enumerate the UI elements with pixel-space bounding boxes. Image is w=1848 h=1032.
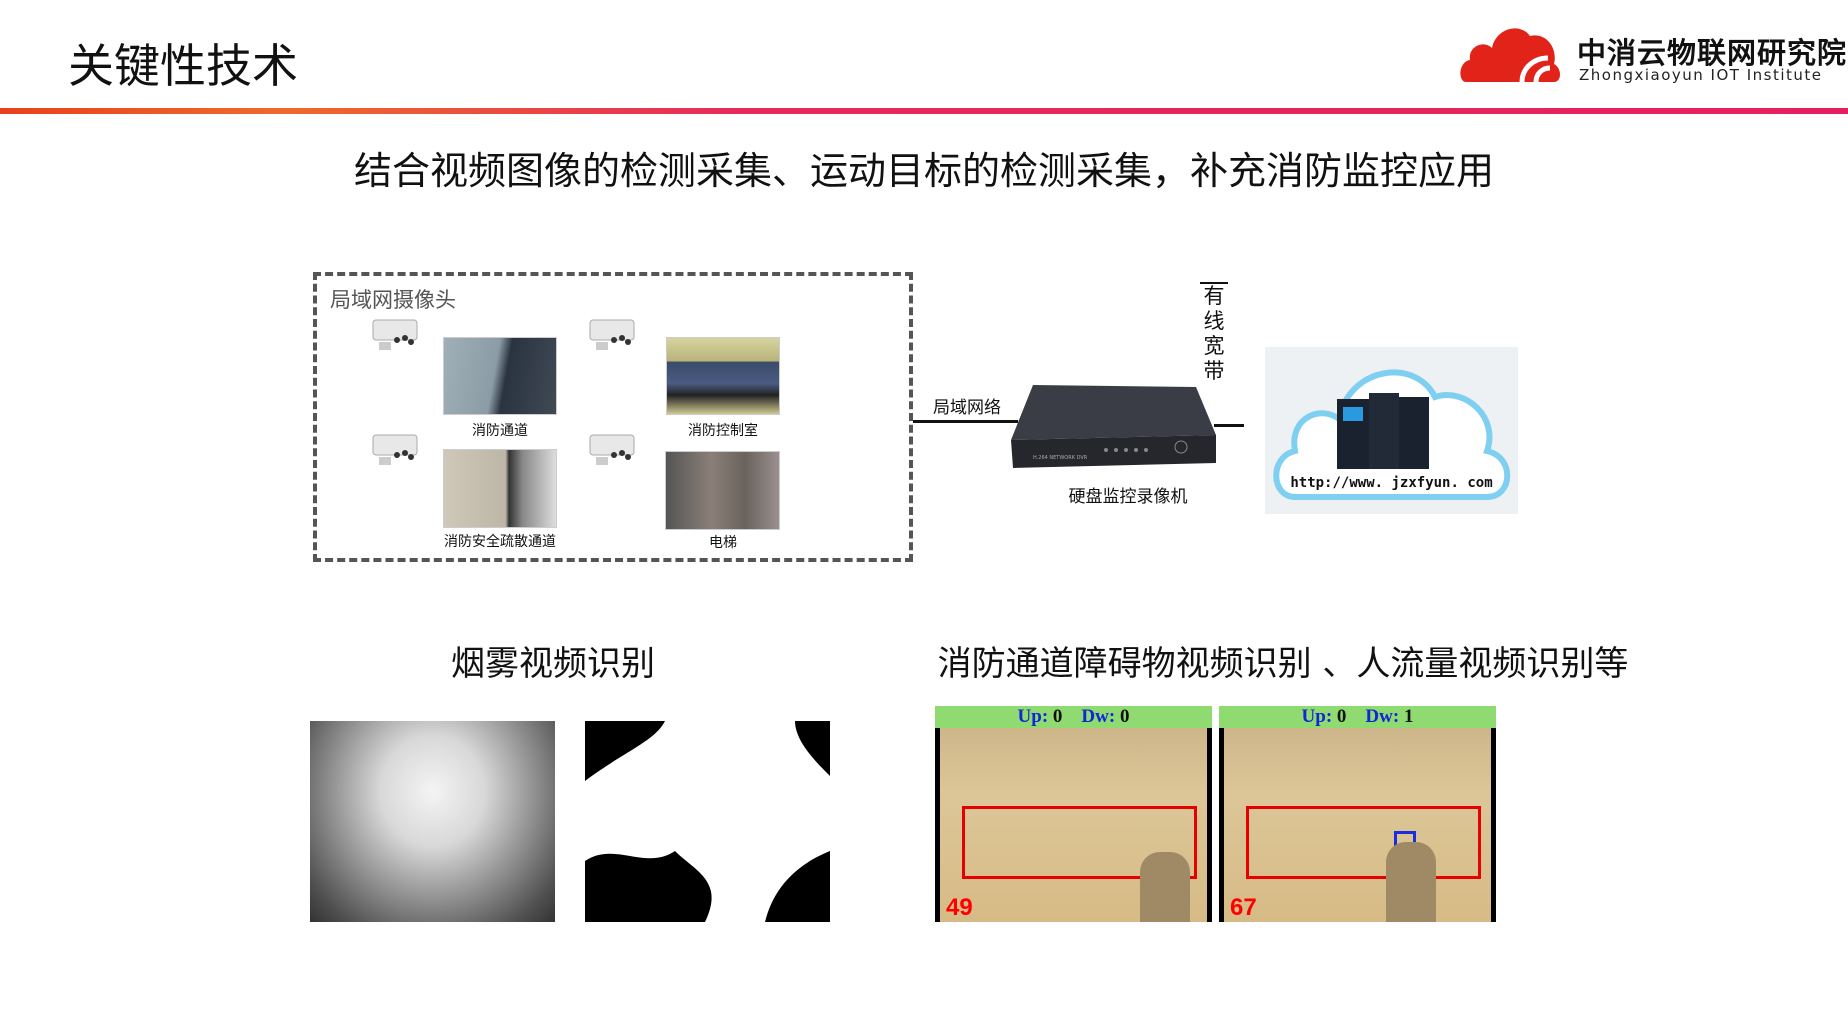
lan-camera-label: 局域网摄像头 xyxy=(330,288,456,312)
flow-section-heading: 消防通道障碍物视频识别 、人流量视频识别等 xyxy=(937,644,1629,684)
camera-icon xyxy=(589,319,635,350)
evacuation-passage-photo xyxy=(443,449,557,528)
person xyxy=(1140,852,1190,922)
header-divider xyxy=(0,108,1848,114)
logo-name-cn: 中消云物联网研究院 xyxy=(1577,36,1848,70)
lan-network-label: 局域网络 xyxy=(933,398,1001,418)
smoke-original-image xyxy=(310,721,555,922)
fire-passage-photo xyxy=(443,337,557,415)
smoke-section-heading: 烟雾视频识别 xyxy=(451,644,655,684)
control-room-photo xyxy=(666,337,780,415)
count-bar: Up: 0 Dw: 0 xyxy=(935,706,1212,728)
person xyxy=(1386,842,1436,922)
cloud-server-icon xyxy=(1273,369,1511,500)
camera-icon xyxy=(372,319,418,350)
broadband-connection-line xyxy=(1214,424,1244,427)
people-count-frame: Up: 0 Dw: 0 49 xyxy=(935,706,1212,922)
wired-broadband-label: 有线宽带 xyxy=(1200,282,1228,384)
camera-caption: 消防通道 xyxy=(472,423,528,439)
count-bar: Up: 0 Dw: 1 xyxy=(1219,706,1496,728)
camera-caption: 消防安全疏散通道 xyxy=(444,534,556,550)
camera-icon xyxy=(372,434,418,465)
page-title: 关键性技术 xyxy=(68,39,298,93)
slide-subtitle: 结合视频图像的检测采集、运动目标的检测采集，补充消防监控应用 xyxy=(353,149,1494,193)
dvr-device-icon: H.264 NETWORK DVR xyxy=(1011,385,1216,468)
lan-camera-group xyxy=(313,272,913,562)
dvr-label: 硬盘监控录像机 xyxy=(1068,487,1188,507)
detection-zone xyxy=(962,806,1197,879)
logo-name-en: Zhongxiaoyun IOT Institute xyxy=(1579,66,1823,84)
website-url: http://www. jzxfyun. com xyxy=(1290,475,1493,491)
camera-icon xyxy=(589,434,635,465)
cloud-logo-icon xyxy=(1460,28,1560,83)
dvr-model-text: H.264 NETWORK DVR xyxy=(1033,455,1088,461)
people-count-frame: Up: 0 Dw: 1 67 xyxy=(1219,706,1496,922)
video-frame: 67 xyxy=(1219,728,1496,922)
video-frame: 49 xyxy=(935,728,1212,922)
camera-caption: 消防控制室 xyxy=(688,423,758,439)
elevator-photo xyxy=(665,451,780,530)
frame-number: 67 xyxy=(1230,894,1257,921)
lan-connection-line xyxy=(913,420,1018,423)
camera-caption: 电梯 xyxy=(709,535,737,551)
detection-zone xyxy=(1246,806,1481,879)
smoke-mask-image xyxy=(585,721,830,922)
cloud-server-image xyxy=(1265,347,1518,514)
frame-number: 49 xyxy=(946,894,973,921)
